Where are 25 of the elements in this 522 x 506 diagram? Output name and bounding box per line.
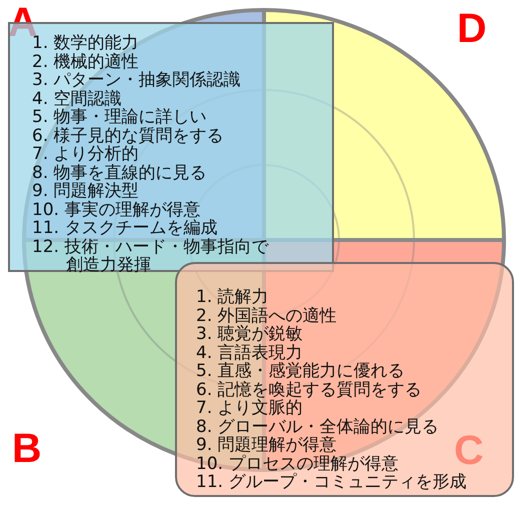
list-item: 11. タスクチームを編成	[32, 219, 218, 238]
list-item: 6. 様子見的な質問をする	[32, 126, 224, 145]
list-item: 3. パターン・抽象関係認識	[32, 71, 241, 90]
list-item: 12. 技術・ハード・物事指向で創造力発揮	[32, 238, 270, 274]
list-item: 2. 外国語への適性	[196, 306, 337, 325]
quadrant-letter: D	[457, 8, 487, 49]
quadrant-letter: B	[12, 428, 42, 469]
list-item: 10. 事実の理解が得意	[32, 200, 200, 219]
list-item: 7. より分析的	[32, 145, 139, 164]
list-item: 4. 言語表現力	[196, 344, 303, 362]
list-item: 5. 物事・理論に詳しい	[32, 108, 207, 126]
list-item: 1. 読解力	[196, 288, 269, 306]
list-item: 9. 問題解決型	[32, 182, 139, 200]
list-item: 10. プロセスの理解が得意	[196, 454, 398, 473]
list-item: 8. 物事を直線的に見る	[32, 164, 207, 182]
quadrant-letter: C	[454, 430, 484, 471]
list-item: 3. 聴覚が鋭敏	[196, 325, 303, 344]
list-item: 2. 機械的適性	[32, 52, 139, 71]
list-item: 6. 記憶を喚起する質問をする	[196, 380, 422, 399]
list-item: 4. 空間認識	[32, 90, 122, 108]
list-item: 9. 問題理解が得意	[196, 436, 337, 454]
list-item: 7. より文脈的	[196, 399, 303, 418]
list-item: 5. 直感・感覚能力に優れる	[196, 362, 405, 380]
list-item: 11. グループ・コミュニティを形成	[196, 473, 466, 492]
list-item: 8. グローバル・全体論的に見る	[196, 418, 439, 436]
